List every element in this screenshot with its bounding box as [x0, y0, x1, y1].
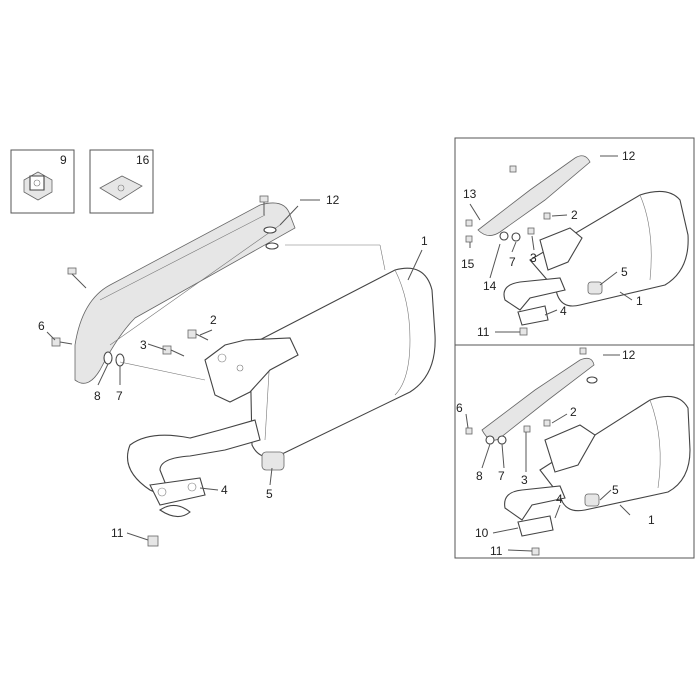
callout-4: 4 — [221, 483, 228, 497]
callout-4: 4 — [560, 304, 567, 318]
callout-2: 2 — [210, 313, 217, 327]
callout-5: 5 — [612, 483, 619, 497]
callout-13: 13 — [463, 187, 477, 201]
washer-icon — [265, 242, 279, 250]
nut-icon — [147, 535, 159, 547]
callout-11: 11 — [477, 325, 490, 339]
washer-icon — [263, 226, 277, 234]
variant-panel-bottom: 12 6 2 8 7 3 5 4 10 11 1 — [456, 347, 691, 558]
callout-8: 8 — [476, 469, 483, 483]
callout-4: 4 — [556, 492, 563, 506]
callout-6: 6 — [38, 319, 45, 333]
variant-panel-frame — [454, 137, 695, 559]
callout-11: 11 — [490, 544, 503, 558]
callout-9: 9 — [60, 153, 67, 167]
washer-icon — [115, 353, 125, 367]
callout-5: 5 — [621, 265, 628, 279]
washer-icon — [103, 351, 113, 365]
bolt-icon — [162, 345, 185, 357]
bolt-icon — [259, 195, 269, 215]
clip-nut-icon — [23, 171, 53, 201]
variant-panel-top: 12 13 2 15 14 7 3 5 4 1 11 — [461, 149, 689, 339]
callout-10: 10 — [475, 526, 489, 540]
bolt-icon — [67, 267, 87, 289]
callout-5: 5 — [266, 487, 273, 501]
callout-14: 14 — [483, 279, 497, 293]
callout-2: 2 — [571, 208, 578, 222]
callout-12: 12 — [326, 193, 340, 207]
bolt-icon — [51, 337, 73, 347]
inset-box-9: 9 — [10, 149, 75, 214]
callout-7: 7 — [498, 469, 505, 483]
exhaust-flange — [149, 477, 206, 506]
callout-7: 7 — [116, 389, 123, 403]
callout-7: 7 — [509, 255, 516, 269]
heat-shield — [74, 202, 296, 384]
callout-15: 15 — [461, 257, 475, 271]
rubber-damper — [261, 451, 285, 471]
callout-3: 3 — [140, 338, 147, 352]
callout-16: 16 — [136, 153, 150, 167]
callout-8: 8 — [94, 389, 101, 403]
callout-12: 12 — [622, 348, 636, 362]
callout-1: 1 — [648, 513, 655, 527]
bolt-icon — [187, 329, 209, 341]
exhaust-pipe — [126, 419, 261, 502]
main-exhaust-assembly: 1 12 2 3 6 8 7 4 5 11 — [38, 193, 436, 547]
callout-1: 1 — [636, 294, 643, 308]
mounting-bracket — [204, 337, 299, 403]
callout-3: 3 — [530, 251, 537, 265]
callout-6: 6 — [456, 401, 463, 415]
inset-box-16: 16 — [89, 149, 154, 214]
callout-12: 12 — [622, 149, 636, 163]
callout-3: 3 — [521, 473, 528, 487]
spring-clip-icon — [99, 175, 143, 201]
callout-1: 1 — [421, 234, 428, 248]
callout-11: 11 — [111, 526, 124, 540]
callout-2: 2 — [570, 405, 577, 419]
